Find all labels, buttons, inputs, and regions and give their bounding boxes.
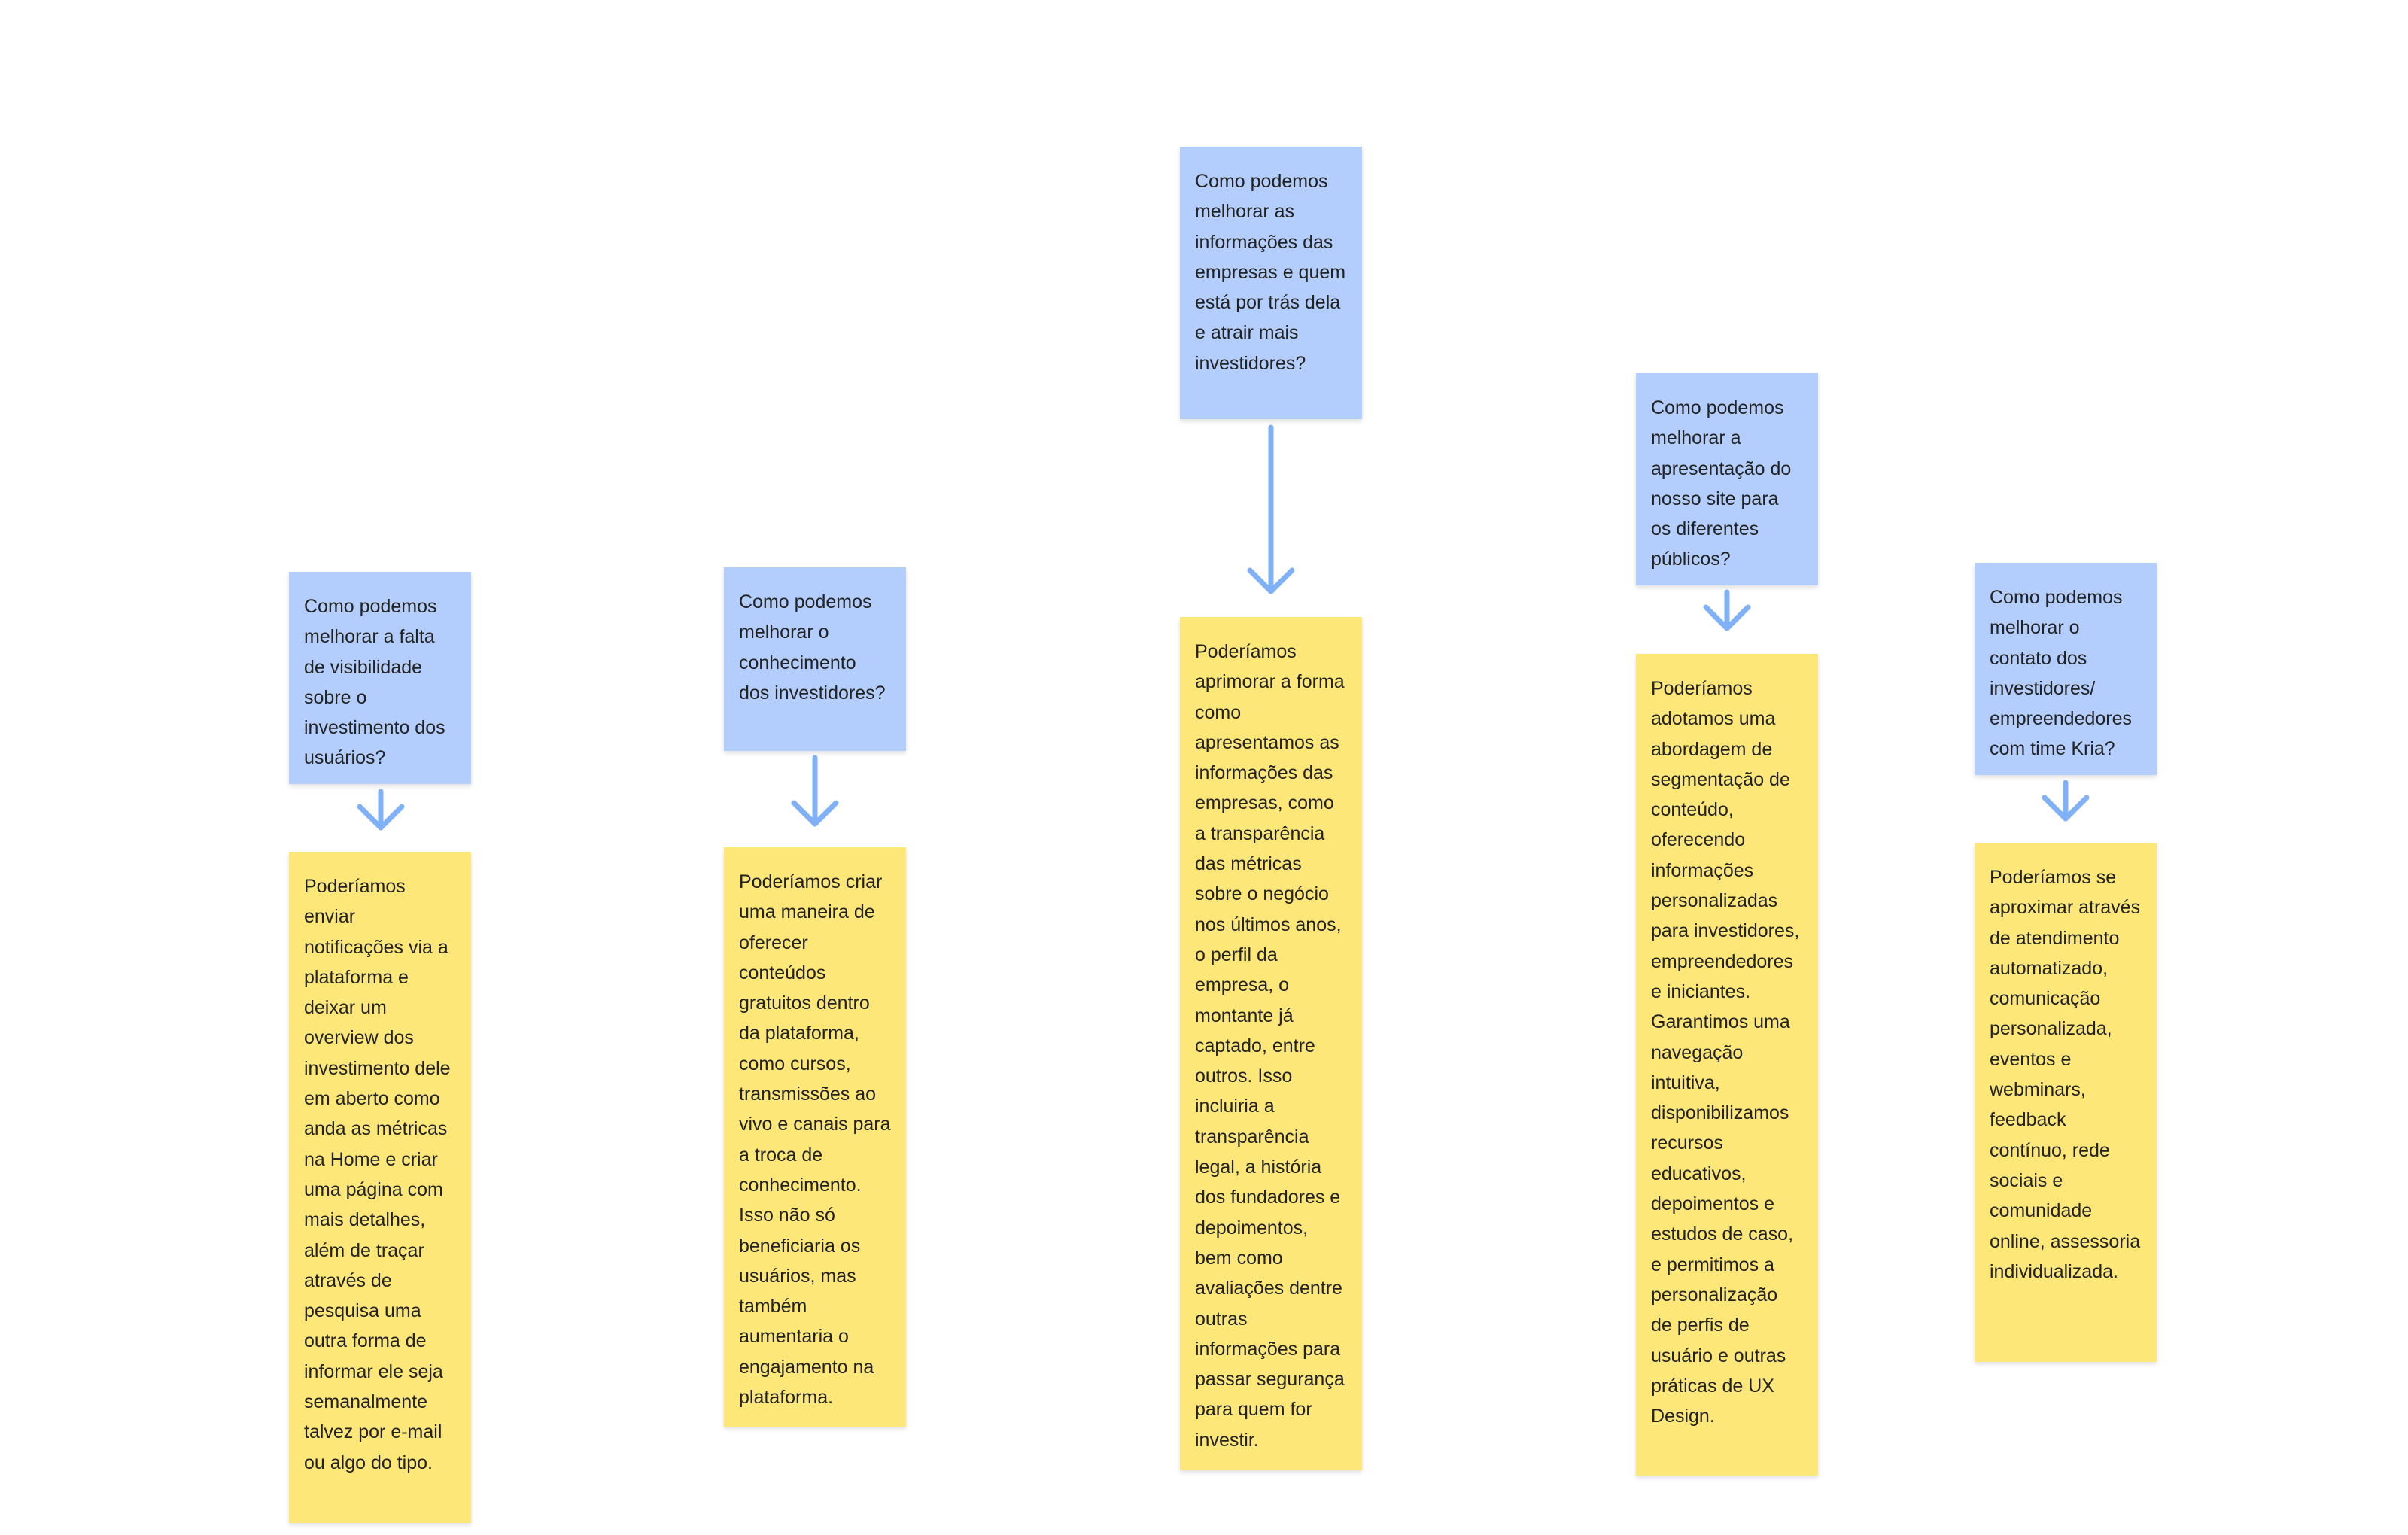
arrow-down-icon-4 [1703,589,1751,631]
question-text-4: Como podemos melhorar a apresentação do … [1651,397,1792,570]
answer-note-5[interactable]: Poderíamos se aproximar através de atend… [1975,843,2157,1362]
question-note-3[interactable]: Como podemos melhorar as informações das… [1180,147,1362,419]
arrow-down-icon-5 [2042,780,2090,822]
question-text-3: Como podemos melhorar as informações das… [1195,171,1346,374]
question-text-2: Como podemos melhorar o conhecimento dos… [739,591,886,704]
answer-note-1[interactable]: Poderíamos enviar notificações via a pla… [289,852,471,1523]
arrow-down-icon-2 [791,755,839,827]
question-note-2[interactable]: Como podemos melhorar o conhecimento dos… [724,567,906,751]
question-note-5[interactable]: Como podemos melhorar o contato dos inve… [1975,563,2157,775]
question-text-5: Como podemos melhorar o contato dos inve… [1990,587,2133,760]
answer-text-4: Poderíamos adotamos uma abordagem de seg… [1651,678,1800,1427]
answer-text-2: Poderíamos criar uma maneira de oferecer… [739,871,891,1409]
question-note-4[interactable]: Como podemos melhorar a apresentação do … [1636,373,1818,585]
answer-note-2[interactable]: Poderíamos criar uma maneira de oferecer… [724,847,906,1427]
question-text-1: Como podemos melhorar a falta de visibil… [304,596,445,769]
answer-note-4[interactable]: Poderíamos adotamos uma abordagem de seg… [1636,654,1818,1476]
answer-note-3[interactable]: Poderíamos aprimorar a forma como aprese… [1180,617,1362,1470]
question-note-1[interactable]: Como podemos melhorar a falta de visibil… [289,572,471,784]
arrow-down-icon-3 [1247,424,1295,594]
arrow-down-icon-1 [357,789,405,831]
answer-text-5: Poderíamos se aproximar através de atend… [1990,867,2141,1282]
answer-text-3: Poderíamos aprimorar a forma como aprese… [1195,641,1345,1451]
answer-text-1: Poderíamos enviar notificações via a pla… [304,876,451,1473]
